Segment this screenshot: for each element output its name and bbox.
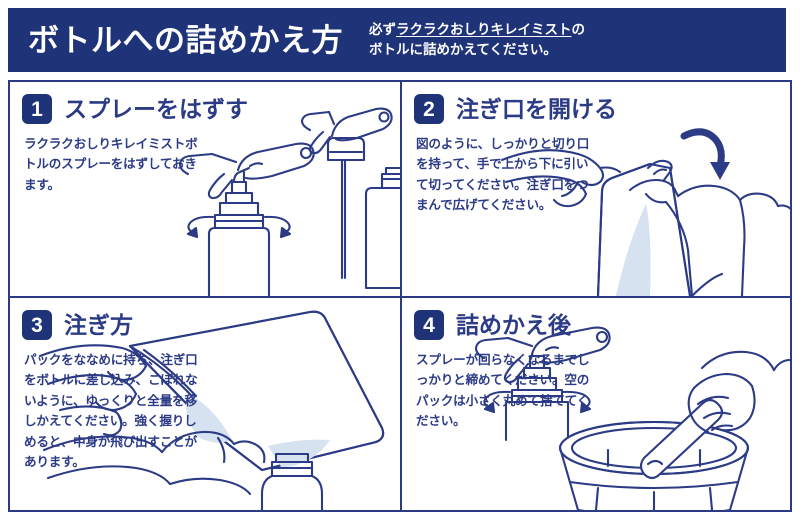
header-note-line-2: ボトルに詰めかえてください。: [369, 42, 557, 57]
step-2-header: 2 注ぎ口を開ける: [402, 82, 790, 124]
step-panel-4: 4 詰めかえ後 スプレーが回らなくなるまでしっかりと締めてください。空のパックは…: [400, 296, 790, 510]
step-3-badge: 3: [22, 310, 52, 340]
art-pouch-spout-2: [646, 159, 673, 182]
step-panel-1: 1 スプレーをはずす ラクラクおしりキレイミストボトルのスプレーをはずしておきま…: [10, 82, 400, 296]
art-hand-4: [687, 350, 790, 434]
step-2-body: 図のように、しっかりと切り口を持って、手で上から下に引いて切ってください。注ぎ口…: [416, 137, 590, 213]
step-1-badge: 1: [22, 94, 52, 124]
header-note: 必ずラクラクおしりキレイミストの ボトルに詰めかえてください。: [369, 20, 585, 59]
header-note-prefix: 必ず: [369, 22, 396, 38]
page-title: ボトルへの詰めかえ方: [28, 22, 343, 58]
step-panel-2: 2 注ぎ口を開ける 図のように、しっかりと切り口を持って、手で上から下に引いて切…: [400, 82, 790, 296]
step-4-badge: 4: [414, 310, 444, 340]
step-3-body: パックをななめに持ち、注ぎ口をボトルに差し込み、こぼれないように、ゆっくりと全量…: [24, 353, 198, 469]
step-1-body: ラクラクおしりキレイミストボトルのスプレーをはずしておきます。: [24, 137, 198, 192]
steps-grid: 1 スプレーをはずす ラクラクおしりキレイミストボトルのスプレーをはずしておきま…: [8, 80, 792, 512]
art-right-hand-2: [628, 178, 790, 296]
art-rolled-pouch-4: [639, 398, 724, 480]
header-note-suffix: の: [571, 22, 586, 38]
art-bottle-3: [260, 452, 324, 510]
step-1-header: 1 スプレーをはずす: [10, 82, 400, 124]
art-rotation-arrows-1: [186, 215, 292, 239]
art-refill-pouch-2: [596, 162, 692, 296]
step-4-header: 4 詰めかえ後: [402, 298, 790, 340]
step-3-title: 注ぎ方: [64, 311, 133, 338]
step-panel-3: 3 注ぎ方 パックをななめに持ち、注ぎ口をボトルに差し込み、こぼれないように、ゆ…: [10, 296, 400, 510]
art-tear-arrow-2: [680, 128, 730, 180]
step-3-header: 3 注ぎ方: [10, 298, 400, 340]
step-4-body: スプレーが回らなくなるまでしっかりと締めてください。空のパックは小さく丸めて捨て…: [416, 353, 590, 429]
header-note-line-1: 必ずラクラクおしりキレイミストの: [369, 20, 585, 40]
step-4-title: 詰めかえ後: [456, 311, 571, 338]
step-1-title: スプレーをはずす: [64, 95, 248, 122]
art-detached-sprayer: [300, 107, 393, 280]
header-banner: ボトルへの詰めかえ方 必ずラクラクおしりキレイミストの ボトルに詰めかえてくださ…: [8, 8, 792, 72]
step-2-badge: 2: [414, 94, 444, 124]
art-empty-bottle: [364, 166, 400, 290]
header-note-product-name: ラクラクおしりキレイミスト: [396, 22, 572, 38]
step-2-title: 注ぎ口を開ける: [456, 95, 617, 122]
header-right-edge: [786, 8, 792, 72]
art-trash-bin-4: [558, 420, 750, 510]
